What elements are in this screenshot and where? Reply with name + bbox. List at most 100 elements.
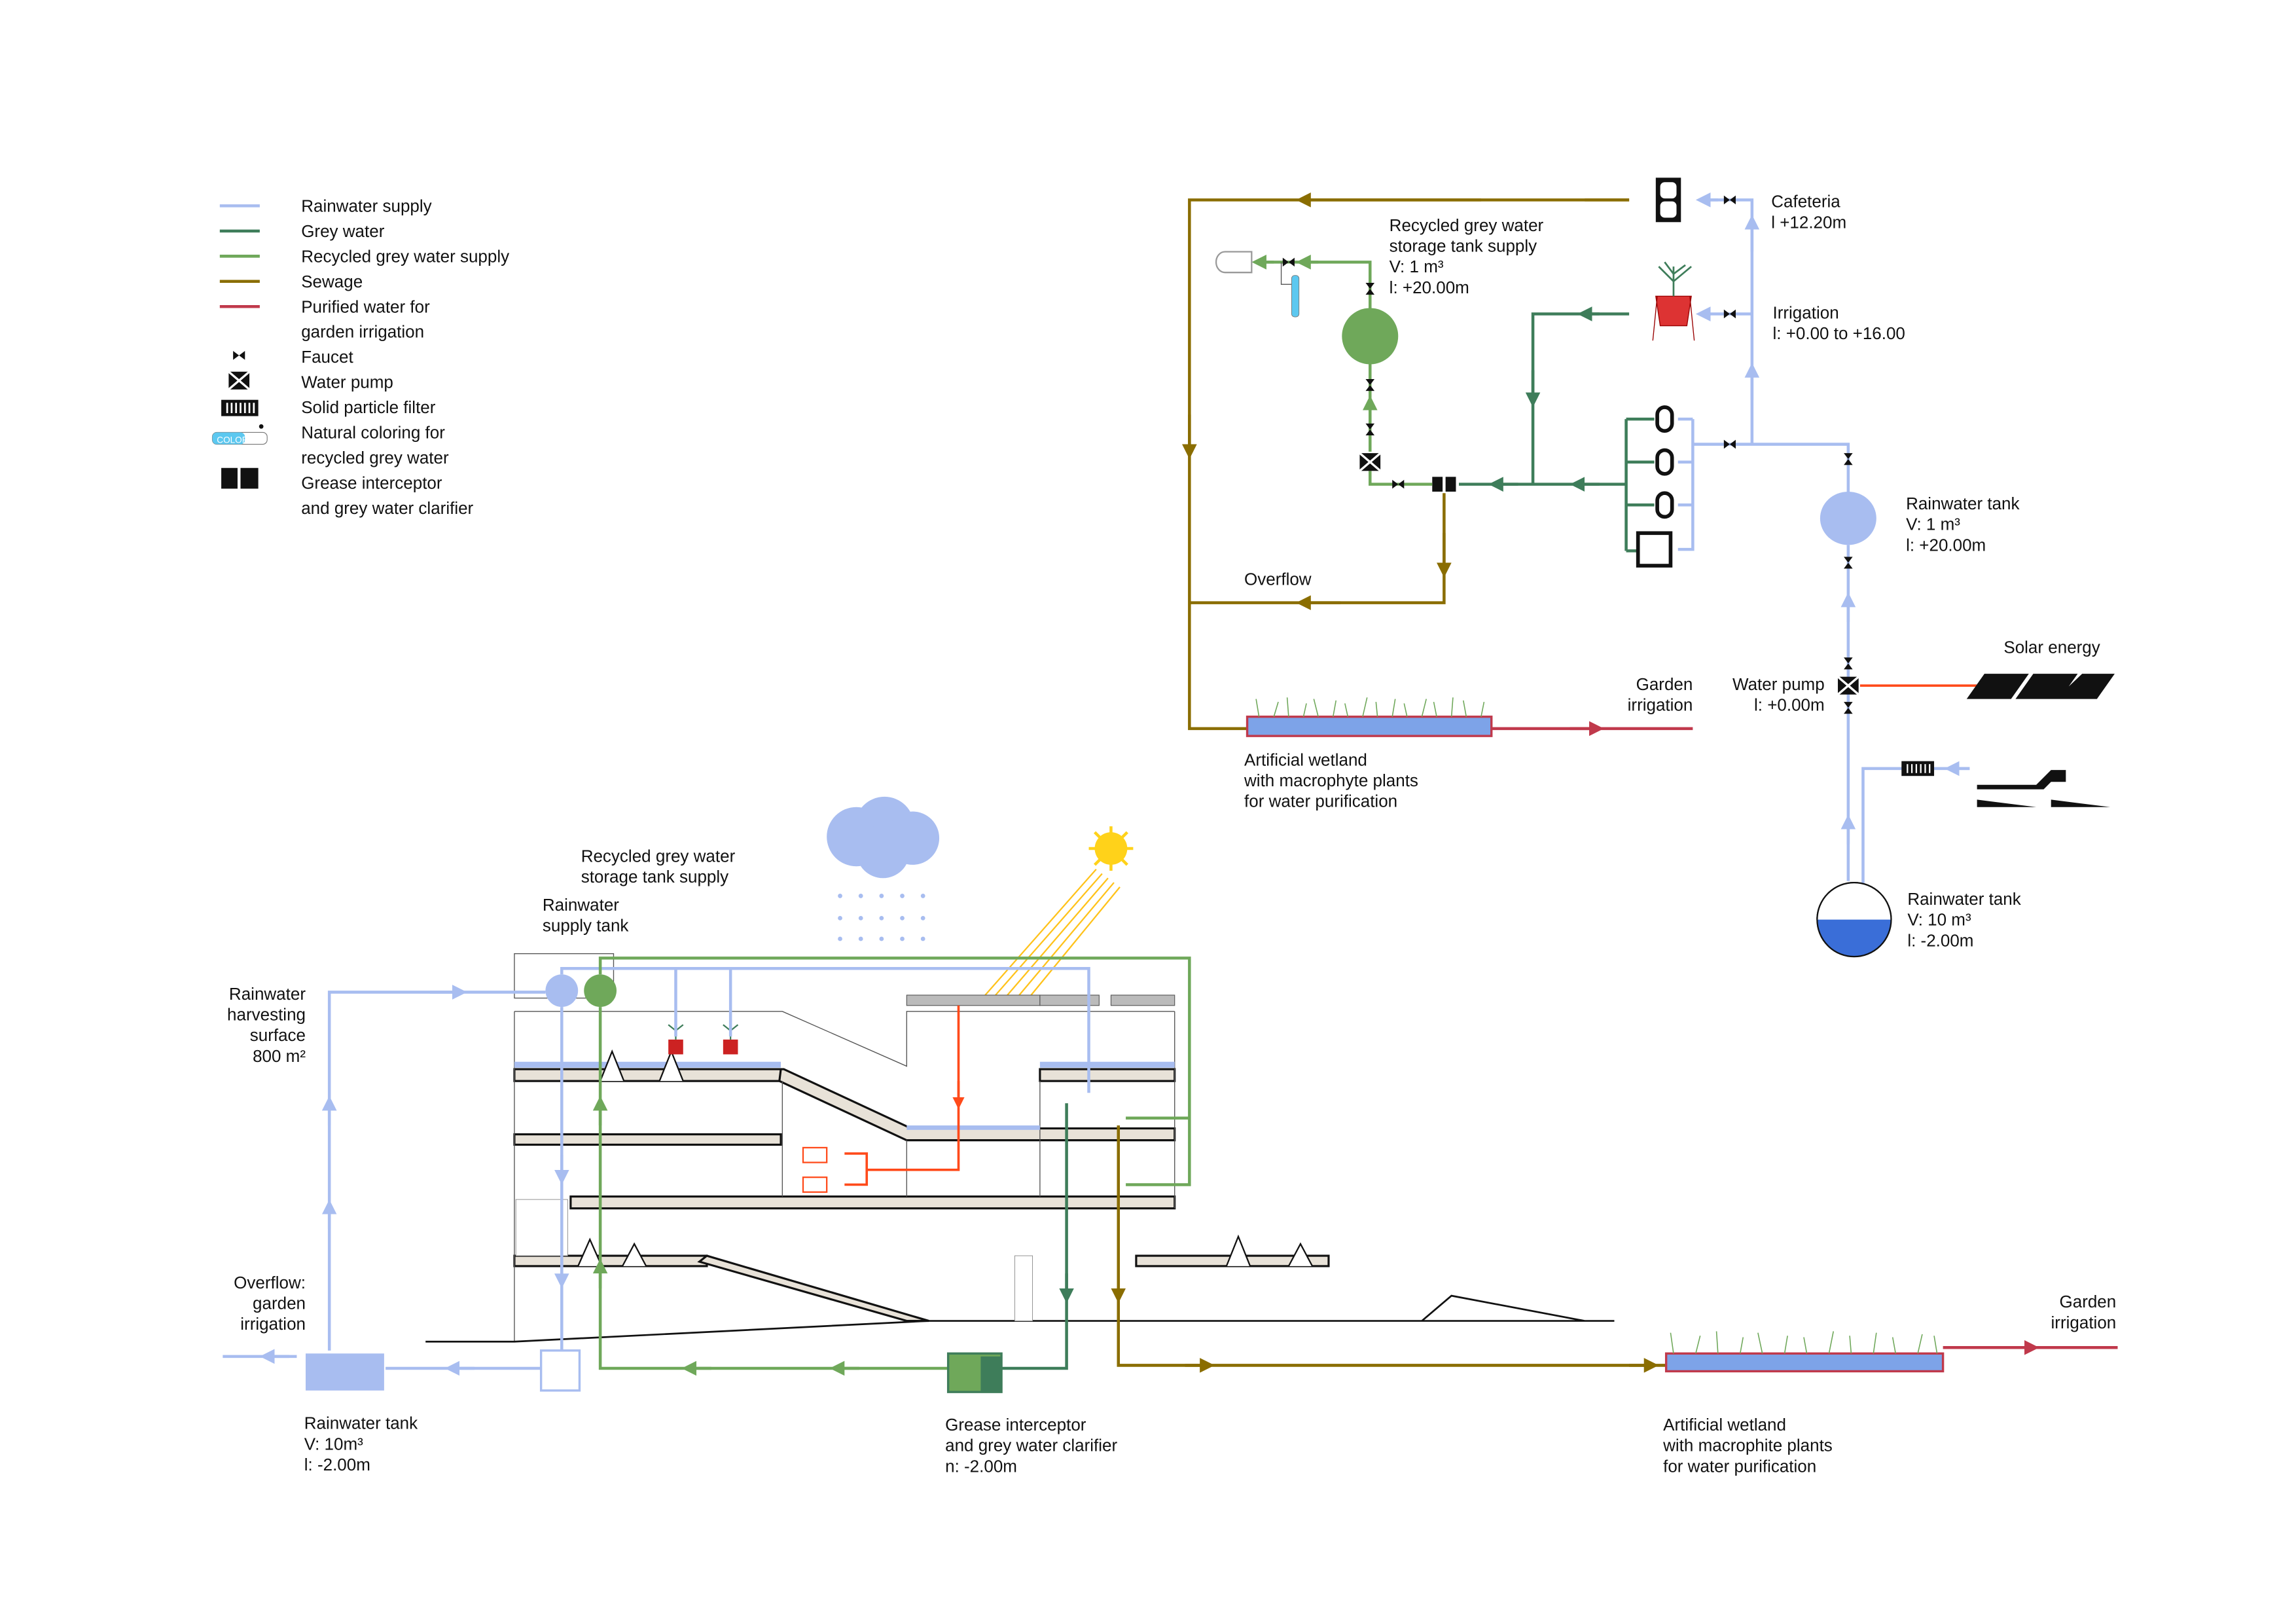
faucet-icon [233,351,245,360]
solid-particle-filter-icon [221,399,259,416]
label: and grey water clarifier [945,1436,1117,1455]
drain-channel-icon [1977,770,2111,807]
legend-sewage: Sewage [301,272,363,291]
natural-coloring-icon: COLOR [211,424,268,445]
legend: COLOR Rainwater supply Grey water Recycl… [211,196,509,518]
label: Recycled grey water [581,846,736,866]
label: with macrophyte plants [1244,771,1418,790]
label: l +12.20m [1771,212,1846,232]
recycled-water-tank [584,974,617,1008]
water-pump-icon [1358,452,1382,472]
label: Artificial wetland [1244,750,1367,769]
label: Rainwater [229,984,306,1004]
cafeteria-label: Cafeteria [1771,192,1840,211]
recycled-line [598,957,1191,1370]
toilet-icon [1215,251,1253,274]
plant-pot-icon [1652,261,1695,341]
label: l: -2.00m [1907,930,1973,950]
recycled-tank-icon [1342,308,1399,365]
label: l: +20.00m [1390,278,1469,297]
overflow-line [1189,493,1446,604]
legend-rainwater: Rainwater supply [301,196,431,215]
solar-panels [906,994,1041,1006]
rainwater-collector-icon [539,1349,581,1392]
legend-purified-2: garden irrigation [301,322,424,342]
legend-coloring-2: recycled grey water [301,448,449,467]
rainwater-supply-tank [545,974,579,1008]
power-line [844,1005,960,1186]
artificial-wetland-icon [1246,697,1493,737]
stairs [1014,1255,1033,1322]
sink-icon [1657,450,1672,474]
stairs [515,1199,568,1256]
label: storage tank supply [581,867,728,886]
label: Artificial wetland [1663,1415,1786,1434]
label: Rainwater tank [304,1413,418,1433]
label: n: -2.00m [945,1456,1017,1476]
legend-recycled: Recycled grey water supply [301,246,509,266]
label: Garden [2060,1292,2117,1311]
sun-icon [1088,826,1134,871]
label: l: +20.00m [1906,535,1986,555]
legend-filter: Solid particle filter [301,397,436,417]
ground-line [425,1294,1615,1343]
label: Rainwater tank [1906,494,2020,513]
artificial-wetland-icon [1664,1331,1945,1373]
label: l: -2.00m [304,1455,370,1474]
rainwater-tank-icon [1820,491,1876,545]
solar-panel-icon [1966,674,2115,699]
label: COLOR [217,435,248,445]
grey-water-line [1001,1103,1068,1370]
label: Grease interceptor [945,1415,1086,1434]
water-pump-icon [227,371,251,391]
computer-icon [802,1176,828,1193]
rainwater-tank-icon [306,1353,384,1391]
label: Rainwater [543,895,619,915]
schematic: Recycled grey water storage tank supply … [1182,177,2115,958]
label: Recycled grey water [1390,215,1544,235]
computer-icon [802,1146,828,1163]
raindrops-icon [838,894,925,941]
legend-purified: Purified water for [301,297,430,316]
label: supply tank [543,916,630,936]
legend-grey-water: Grey water [301,221,384,241]
sewage-line [1117,1125,1666,1367]
label: Garden [1636,674,1693,694]
grey-water-line [1531,312,1630,484]
label: V: 10 m³ [1907,910,1971,930]
label: storage tank supply [1390,236,1537,256]
legend-faucet: Faucet [301,347,353,367]
sink-icon [1657,493,1672,517]
label: 800 m² [253,1046,306,1066]
label: l: +0.00m [1754,695,1825,715]
label: Water pump [1732,674,1825,694]
label: Rainwater tank [1907,889,2021,909]
legend-pump: Water pump [301,373,393,392]
label: surface [250,1025,306,1045]
irrigation-label: Irrigation [1773,302,1839,322]
label: for water purification [1663,1456,1816,1476]
cloud-icon [827,796,940,879]
label: irrigation [1628,695,1693,715]
label: Solar energy [2003,637,2100,657]
legend-grease: Grease interceptor [301,473,442,492]
water-pump-icon [1837,675,1860,696]
label: garden [253,1293,306,1313]
label: V: 1 m³ [1390,257,1444,276]
legend-grease-2: and grey water clarifier [301,498,473,518]
label: irrigation [2051,1313,2117,1332]
label: harvesting [227,1004,306,1024]
label: V: 1 m³ [1906,515,1960,534]
grease-interceptor-icon [221,467,259,489]
label: Overflow: [234,1273,306,1292]
building-section: Recycled grey water storage tank supply … [223,796,2118,1476]
label: with macrophite plants [1662,1436,1833,1455]
coloring-tube-icon [1291,275,1300,318]
label: l: +0.00 to +16.00 [1773,323,1905,343]
grease-interceptor-icon [1432,477,1456,492]
sink-icon [1657,407,1672,431]
rainwater-supply-line [1693,198,1850,496]
solid-particle-filter-icon [1901,761,1935,776]
label: irrigation [240,1314,306,1334]
